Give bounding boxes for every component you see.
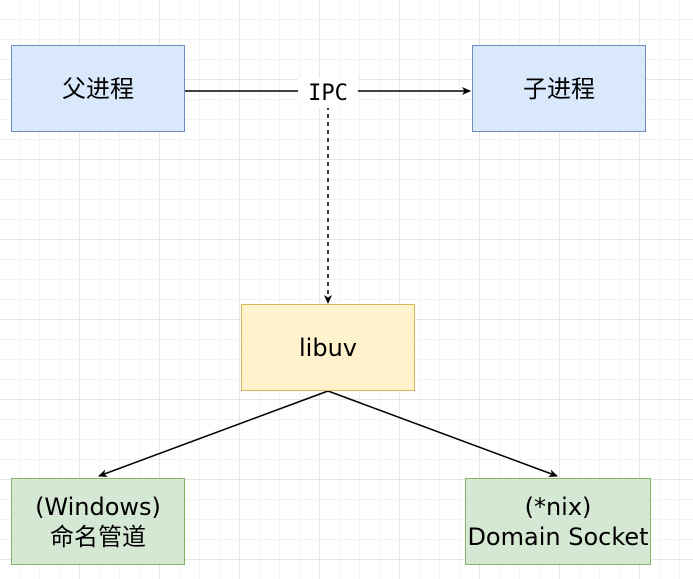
windows-named-pipe-node[interactable]: (Windows) 命名管道 [11,478,185,565]
child-process-node[interactable]: 子进程 [472,45,646,132]
child-process-label: 子进程 [523,74,595,103]
unix-domain-socket-node[interactable]: (*nix) Domain Socket [465,478,651,565]
libuv-to-unix-edge [327,390,558,477]
parent-process-node[interactable]: 父进程 [11,45,185,132]
named-pipe-label: 命名管道 [50,522,146,551]
unix-platform-label: (*nix) [524,492,592,521]
libuv-to-windows-edge [98,390,329,477]
ipc-label: IPC [298,78,358,108]
domain-socket-label: Domain Socket [467,522,649,551]
libuv-label: libuv [299,333,357,362]
windows-platform-label: (Windows) [35,492,161,521]
libuv-node[interactable]: libuv [241,304,415,391]
parent-process-label: 父进程 [62,74,134,103]
